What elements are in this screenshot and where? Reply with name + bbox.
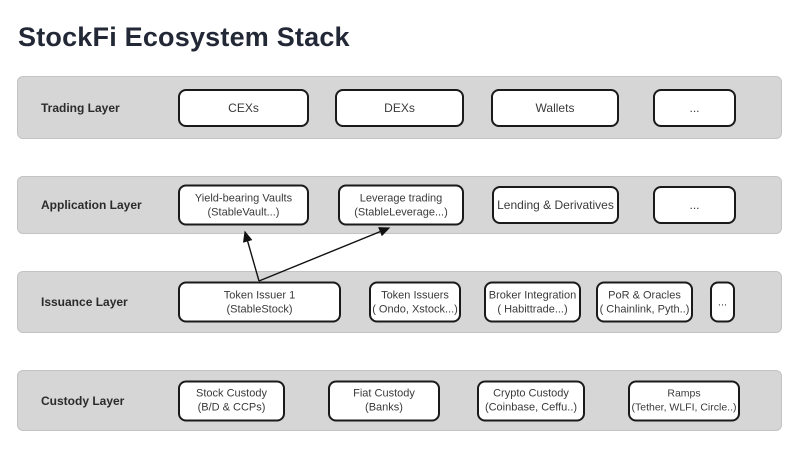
node-broker-integration: Broker Integration ( Habittrade...): [484, 281, 581, 323]
node-sublabel: (StableStock): [226, 303, 293, 315]
node-label: Token Issuer 1: [223, 289, 296, 301]
layer-band-issuance: Issuance Layer Token Issuer 1 (StableSto…: [17, 271, 782, 333]
layer-band-custody: Custody Layer Stock Custody (B/D & CCPs)…: [17, 370, 782, 431]
layer-label-application: Application Layer: [41, 198, 142, 212]
node-ramps: Ramps (Tether, WLFI, Circle..): [628, 380, 740, 421]
node-yield-bearing-vaults: Yield-bearing Vaults (StableVault...): [178, 184, 309, 226]
node-label: PoR & Oracles: [608, 289, 681, 301]
node-label: Lending & Derivatives: [497, 198, 614, 212]
node-dexs: DEXs: [335, 88, 464, 127]
node-leverage-trading: Leverage trading (StableLeverage...): [338, 184, 464, 226]
node-label: ...: [689, 198, 700, 212]
node-token-issuers: Token Issuers ( Ondo, Xstock...): [369, 281, 461, 323]
node-trading-more: ...: [653, 88, 736, 127]
node-sublabel: ( Habittrade...): [497, 303, 568, 315]
node-wallets: Wallets: [491, 88, 619, 127]
node-label: Crypto Custody: [493, 387, 569, 400]
node-label: Fiat Custody: [353, 387, 415, 400]
node-cexs: CEXs: [178, 88, 309, 127]
node-sublabel: ( Chainlink, Pyth..): [599, 303, 690, 315]
layer-band-trading: Trading Layer CEXs DEXs Wallets ...: [17, 76, 782, 139]
node-sublabel: (StableLeverage...): [354, 206, 448, 218]
node-token-issuer-1: Token Issuer 1 (StableStock): [178, 281, 341, 323]
node-sublabel: (Tether, WLFI, Circle..): [631, 401, 737, 414]
node-label: Token Issuers: [381, 289, 449, 301]
node-label: Broker Integration: [488, 289, 577, 301]
layer-label-custody: Custody Layer: [41, 393, 125, 408]
node-label: Stock Custody: [196, 387, 267, 400]
node-por-oracles: PoR & Oracles ( Chainlink, Pyth..): [596, 281, 693, 323]
layer-band-application: Application Layer Yield-bearing Vaults (…: [17, 176, 782, 234]
layer-label-issuance: Issuance Layer: [41, 295, 128, 309]
node-sublabel: ( Ondo, Xstock...): [372, 303, 458, 315]
layer-label-trading: Trading Layer: [41, 100, 120, 115]
node-fiat-custody: Fiat Custody (Banks): [328, 380, 440, 421]
node-label: Wallets: [535, 100, 575, 115]
node-issuance-more: ...: [710, 281, 735, 323]
node-crypto-custody: Crypto Custody (Coinbase, Ceffu..): [477, 380, 585, 421]
node-application-more: ...: [653, 186, 736, 224]
node-label: Leverage trading: [359, 192, 443, 204]
node-lending-derivatives: Lending & Derivatives: [492, 186, 619, 224]
node-sublabel: (StableVault...): [207, 206, 280, 218]
node-label: ...: [717, 296, 728, 308]
node-label: ...: [689, 100, 700, 115]
node-sublabel: (Coinbase, Ceffu..): [484, 401, 578, 414]
page-title: StockFi Ecosystem Stack: [18, 22, 350, 52]
node-label: DEXs: [384, 100, 415, 115]
node-label: Ramps: [667, 387, 701, 400]
node-label: Yield-bearing Vaults: [194, 192, 293, 204]
node-stock-custody: Stock Custody (B/D & CCPs): [178, 380, 285, 421]
node-label: CEXs: [228, 100, 259, 115]
node-sublabel: (Banks): [365, 401, 403, 414]
node-sublabel: (B/D & CCPs): [197, 401, 266, 414]
